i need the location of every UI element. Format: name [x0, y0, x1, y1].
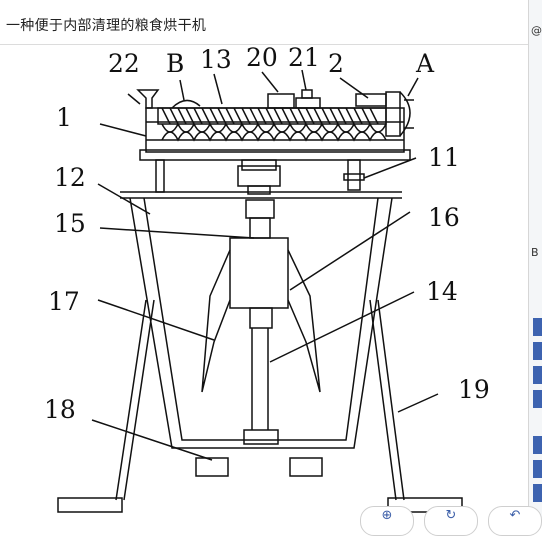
right-panel-chip[interactable] — [533, 390, 542, 408]
right-panel-chip[interactable] — [533, 460, 542, 478]
label-B: B — [166, 49, 184, 78]
image-toolbar: ⊕ ↻ ↶ — [360, 506, 542, 536]
screw-conveyor — [157, 107, 387, 142]
drying-bin — [129, 197, 393, 449]
motor-mount — [385, 91, 401, 137]
zoom-button[interactable]: ⊕ — [360, 506, 414, 536]
leg-left — [115, 299, 155, 501]
label-11: 11 — [428, 143, 460, 172]
label-16: 16 — [428, 203, 460, 232]
feed-hopper — [136, 89, 160, 109]
title-bar: 一种便于内部清理的粮食烘干机 — [0, 0, 528, 45]
right-panel-glyph-1: @ — [531, 24, 542, 37]
patent-drawing: 22 B 13 20 21 2 A 1 11 12 15 16 17 14 18… — [44, 44, 490, 513]
part-b-arc — [171, 99, 201, 109]
shaft-15 — [245, 199, 275, 219]
label-A: A — [415, 49, 435, 78]
support-11 — [347, 159, 361, 191]
coupling — [237, 165, 281, 187]
right-panel-glyph-2: B — [531, 246, 539, 259]
label-19: 19 — [458, 375, 490, 404]
label-12: 12 — [54, 163, 86, 192]
rotate-button[interactable]: ↻ — [424, 506, 478, 536]
mixer-body-16 — [229, 237, 289, 309]
label-15: 15 — [54, 209, 86, 238]
leg-right — [369, 299, 405, 501]
right-panel-chip[interactable] — [533, 484, 542, 502]
motor-2 — [355, 93, 387, 107]
label-14: 14 — [426, 277, 458, 306]
label-20: 20 — [246, 44, 278, 72]
undo-button[interactable]: ↶ — [488, 506, 542, 536]
callout-labels: 22 B 13 20 21 2 A 1 11 12 15 16 17 14 18… — [44, 44, 490, 424]
component-21 — [295, 97, 321, 109]
right-panel-chip[interactable] — [533, 436, 542, 454]
foot-left — [195, 457, 229, 477]
part-a-arc — [399, 91, 411, 137]
label-21: 21 — [288, 44, 320, 72]
foot-right — [289, 457, 323, 477]
paddle-left — [201, 249, 231, 393]
document-title: 一种便于内部清理的粮食烘干机 — [6, 18, 207, 34]
label-2: 2 — [328, 49, 344, 78]
right-panel-chip[interactable] — [533, 318, 542, 336]
component-20 — [267, 93, 295, 109]
label-17: 17 — [48, 287, 80, 316]
label-22: 22 — [108, 49, 140, 78]
label-13: 13 — [200, 45, 232, 74]
label-18: 18 — [44, 395, 76, 424]
label-1: 1 — [56, 103, 72, 132]
undo-icon: ↶ — [509, 508, 521, 523]
paddle-right — [287, 249, 321, 393]
zoom-icon: ⊕ — [381, 508, 393, 523]
rotate-icon: ↻ — [445, 508, 457, 523]
right-panel-chip[interactable] — [533, 366, 542, 384]
right-panel-chip[interactable] — [533, 342, 542, 360]
